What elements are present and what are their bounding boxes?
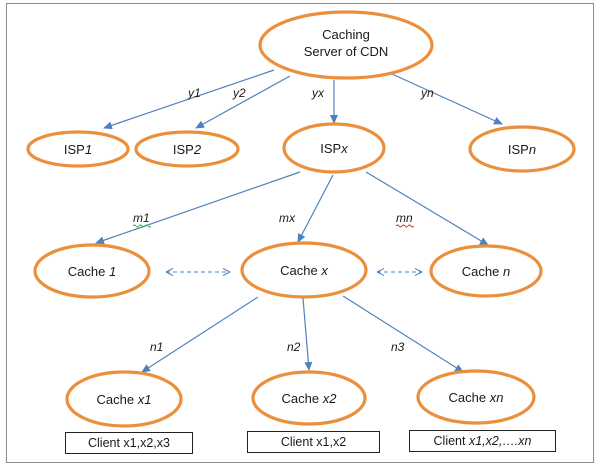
edge-label-n3: n3 <box>391 340 405 354</box>
edges <box>95 69 503 373</box>
node-ispn: ISPn <box>468 125 576 173</box>
node-cache-x2-suffix: x2 <box>322 391 338 406</box>
peer-link-cachex-cachen <box>376 268 423 276</box>
svg-text:ISPx: ISPx <box>320 141 348 156</box>
node-cache-1-suffix: 1 <box>109 264 116 279</box>
nodes: Caching Server of CDN ISP1 ISP2 ISPx ISP… <box>26 10 576 428</box>
node-cdn-line1: Caching <box>322 27 370 42</box>
svg-text:ISPn: ISPn <box>508 142 536 157</box>
node-cache-x2: Cache x2 <box>251 370 367 426</box>
node-ispx-suffix: x <box>340 141 348 156</box>
edge-label-yn: yn <box>420 86 434 100</box>
node-isp1-suffix: 1 <box>85 142 92 157</box>
node-cdn-line2: Server of CDN <box>304 44 389 59</box>
node-cache-xn-suffix: xn <box>489 390 504 405</box>
edge-cdn-ispn <box>391 73 503 125</box>
edge-cdn-isp1 <box>103 69 275 130</box>
node-cache-n-prefix: Cache <box>462 264 503 279</box>
edge-ispx-cachen <box>365 171 489 246</box>
svg-text:Cache n: Cache n <box>462 264 510 279</box>
edge-label-n2: n2 <box>287 340 301 354</box>
client-box-cache-x1-label: Client x1,x2,x3 <box>88 436 170 450</box>
node-ispx-prefix: ISP <box>320 141 341 156</box>
node-cache-x1-suffix: x1 <box>137 392 152 407</box>
node-ispx: ISPx <box>282 122 386 174</box>
node-cache-n: Cache n <box>429 244 543 298</box>
node-ispn-suffix: n <box>529 142 536 157</box>
edge-cachex-cachex2 <box>302 297 313 371</box>
node-isp1: ISP1 <box>26 130 130 168</box>
svg-text:Cache 1: Cache 1 <box>68 264 116 279</box>
node-ispn-prefix: ISP <box>508 142 529 157</box>
edge-ispx-cachex <box>297 174 334 243</box>
client-box-cache-xn-italic: x1,x2,….xn <box>468 434 532 448</box>
node-cache-x: Cache x <box>240 241 368 299</box>
edge-label-m1: m1 <box>133 211 150 225</box>
edge-label-mn: mn <box>396 211 413 225</box>
node-cdn-caching-server: Caching Server of CDN <box>258 10 434 80</box>
edge-cdn-isp2 <box>195 75 291 129</box>
edge-label-n1: n1 <box>150 340 163 354</box>
spellcheck-squiggle-m1 <box>132 224 152 228</box>
node-isp2: ISP2 <box>134 130 240 168</box>
svg-text:Cache x1: Cache x1 <box>97 392 152 407</box>
svg-text:Cache x2: Cache x2 <box>282 391 338 406</box>
svg-text:Cache x: Cache x <box>280 263 328 278</box>
client-box-cache-x1: Client x1,x2,x3 <box>65 432 193 454</box>
client-box-cache-xn: Client x1,x2,….xn <box>409 430 556 452</box>
node-cache-x1: Cache x1 <box>65 370 183 428</box>
edge-label-mx: mx <box>279 211 296 225</box>
edge-label-y1: y1 <box>187 86 201 100</box>
edge-label-yx: yx <box>311 86 325 100</box>
client-box-cache-xn-label: Client <box>433 434 469 448</box>
node-isp2-prefix: ISP <box>173 142 194 157</box>
edge-label-y2: y2 <box>232 86 246 100</box>
node-cache-xn: Cache xn <box>416 369 536 425</box>
node-cache-x-suffix: x <box>320 263 328 278</box>
node-cache-1-prefix: Cache <box>68 264 109 279</box>
node-cache-x1-prefix: Cache <box>97 392 138 407</box>
node-cache-x2-prefix: Cache <box>282 391 323 406</box>
peer-link-cache1-cachex <box>165 268 231 276</box>
node-isp2-suffix: 2 <box>193 142 202 157</box>
edge-ispx-cache1 <box>95 171 301 245</box>
node-cache-x-prefix: Cache <box>280 263 321 278</box>
svg-text:ISP1: ISP1 <box>64 142 92 157</box>
svg-text:Cache xn: Cache xn <box>449 390 504 405</box>
spellcheck-squiggle-mn <box>395 224 415 228</box>
edge-labels: y1 y2 yx yn m1 mx mn n1 n2 n3 <box>132 86 434 354</box>
client-box-cache-x2: Client x1,x2 <box>247 431 380 453</box>
client-box-cache-x2-label: Client x1,x2 <box>280 435 347 449</box>
node-cache-n-suffix: n <box>503 264 510 279</box>
svg-text:ISP2: ISP2 <box>173 142 202 157</box>
node-isp1-prefix: ISP <box>64 142 85 157</box>
node-cache-xn-prefix: Cache <box>449 390 490 405</box>
edge-cachex-cachexn <box>342 295 464 373</box>
node-cache-1: Cache 1 <box>33 243 151 299</box>
edge-cachex-cachex1 <box>141 296 259 373</box>
